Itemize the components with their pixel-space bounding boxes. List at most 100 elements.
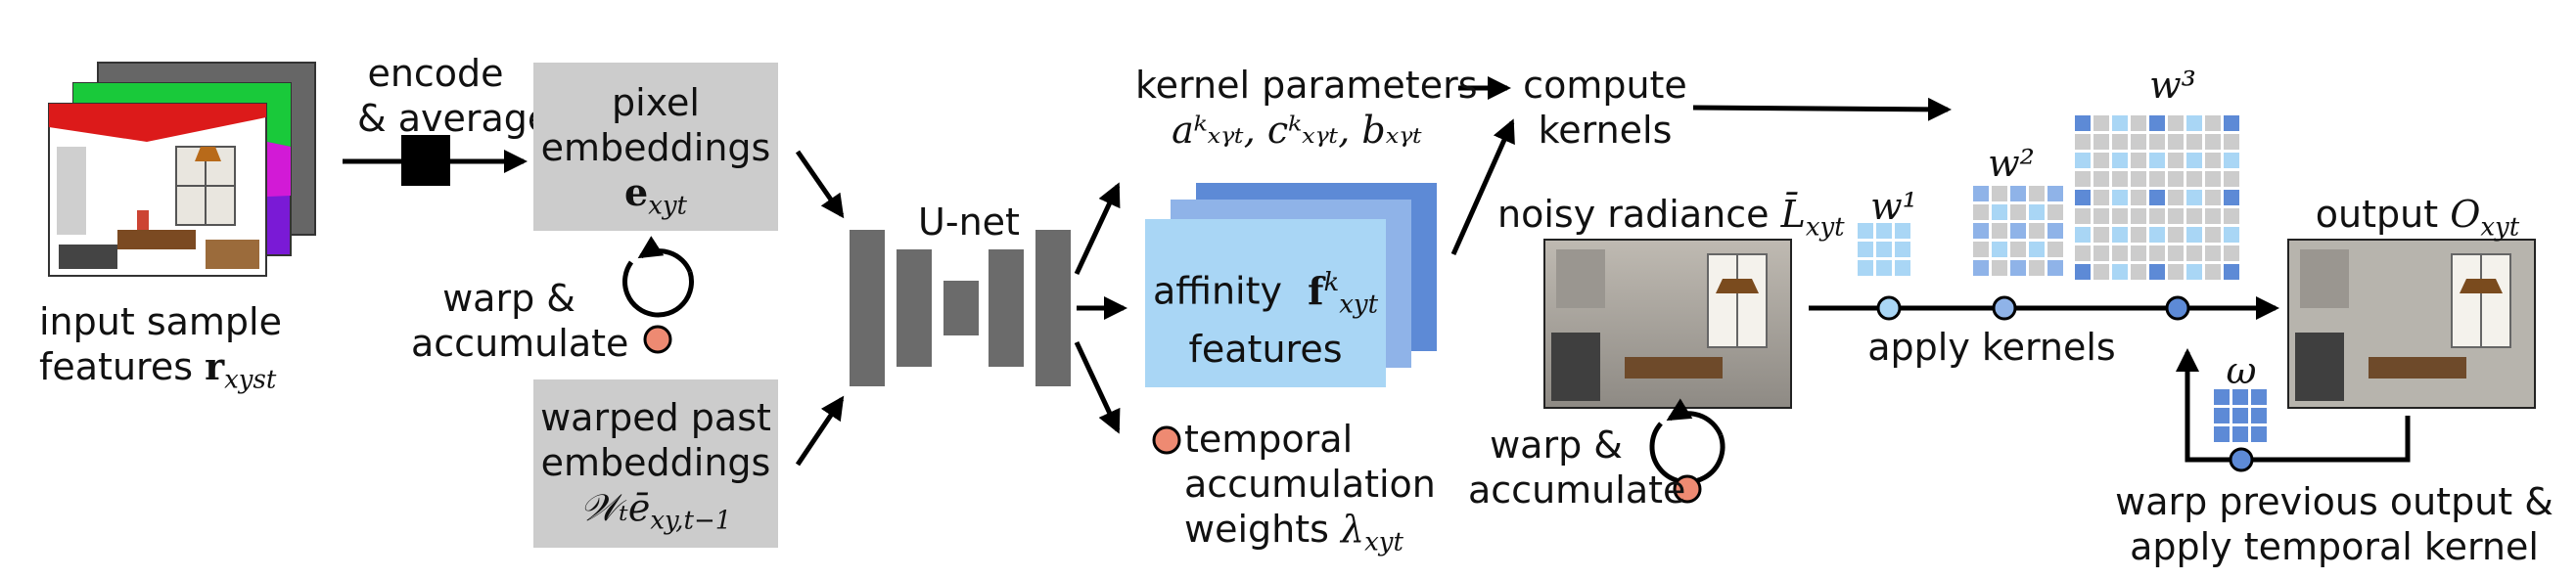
output-image (2287, 239, 2536, 409)
kernel-cell (2075, 171, 2091, 187)
kernel-cell (2093, 227, 2109, 243)
kernel-cell (2093, 134, 2109, 150)
encode-label: encode & average (357, 52, 551, 140)
kernel-cell (2205, 153, 2221, 168)
kernel-cell (2047, 186, 2063, 201)
kernel-cell (2093, 264, 2109, 280)
kernel-cell (2224, 115, 2239, 131)
kernel-cell (2029, 242, 2045, 257)
unet-label: U-net (918, 200, 1020, 244)
kernel-cell (2205, 245, 2221, 261)
arrow-compute-to-kernels (1692, 97, 1952, 121)
kernel-cell (2214, 426, 2230, 442)
input-feature-stack (48, 62, 316, 277)
kernel-cell (2205, 115, 2221, 131)
kernel-cell (2149, 245, 2165, 261)
kernel-cell (1876, 242, 1892, 257)
kernel-params-label: kernel parameters aᵏₓᵧₜ, cᵏₓᵧₜ, bₓᵧₜ (1135, 64, 1478, 152)
kernel-cell (2010, 186, 2026, 201)
kernel-cell (2112, 134, 2128, 150)
compute-kernels-label: compute kernels (1523, 64, 1687, 152)
warp-loop-2 (1649, 398, 1725, 504)
kernel-cell (2205, 264, 2221, 280)
kernel-cell (2149, 115, 2165, 131)
kernel-cell (2029, 186, 2045, 201)
kernel-cell (2112, 115, 2128, 131)
orange-dot-2 (1673, 474, 1702, 504)
kernel-cell (2075, 245, 2091, 261)
kernel-cell (2112, 227, 2128, 243)
kernel-grid-omega (2214, 389, 2267, 442)
kernel-cell (2186, 227, 2202, 243)
kernel-cell (2112, 171, 2128, 187)
kernel-cell (2186, 171, 2202, 187)
warped-past-embeddings-box: warped past embeddings 𝒲ₜēxy,t−1 (533, 379, 778, 548)
kernel-cell (2251, 426, 2267, 442)
kernel-cell (2131, 190, 2146, 205)
kernel-cell (2112, 153, 2128, 168)
kernel-cell (2214, 389, 2230, 405)
affinity-stack (1145, 183, 1437, 387)
kernel-cell (2131, 245, 2146, 261)
omega-label: ω (2226, 349, 2257, 392)
arrow-affinity-to-compute (1450, 118, 1515, 256)
kernel-cell (2224, 134, 2239, 150)
warp-previous-label: warp previous output & apply temporal ke… (2115, 480, 2553, 568)
kernel-cell (2232, 389, 2248, 405)
kernel-cell (2075, 115, 2091, 131)
kernel-cell (1858, 260, 1873, 276)
kernel-cell (2029, 260, 2045, 276)
kernel-cell (2093, 115, 2109, 131)
temporal-dot (1152, 425, 1181, 455)
kernel-cell (2131, 115, 2146, 131)
kernel-cell (1858, 223, 1873, 239)
warp-loop-1 (622, 236, 694, 354)
kernel-cell (1858, 242, 1873, 257)
kernel-cell (2131, 153, 2146, 168)
kernel-cell (1992, 204, 2007, 220)
arrow-unet-to-kernel-params (1074, 182, 1121, 276)
kernel-cell (2186, 153, 2202, 168)
kernel-cell (1992, 223, 2007, 239)
kernel-cell (2186, 245, 2202, 261)
kernel-grid-w1 (1858, 223, 1910, 276)
kernel-cell (2029, 223, 2045, 239)
kernel-cell (1876, 260, 1892, 276)
kernel-cell (2224, 190, 2239, 205)
kernel-cell (2149, 208, 2165, 224)
kernel-cell (2149, 264, 2165, 280)
kernel-cell (1895, 242, 1910, 257)
kernel-cell (2075, 190, 2091, 205)
kernel-cell (1973, 223, 1989, 239)
kernel-cell (2168, 134, 2184, 150)
affinity-label: affinity fkxyt features (1152, 268, 1379, 372)
kernel-cell (2047, 260, 2063, 276)
temporal-kernel-dot (2229, 447, 2254, 472)
kernel-cell (2131, 208, 2146, 224)
kernel-cell (2224, 227, 2239, 243)
kernel-cell (2131, 264, 2146, 280)
kernel-cell (2168, 190, 2184, 205)
temporal-label: temporal accumulation weights λxyt (1184, 418, 1436, 557)
kernel-cell (2075, 208, 2091, 224)
kernel-cell (1973, 186, 1989, 201)
encode-block (401, 135, 450, 186)
w1-label: w¹ (1870, 185, 1917, 228)
kernel-cell (2093, 190, 2109, 205)
temporal-loop-arrow (2176, 348, 2411, 463)
kernel-cell (2149, 190, 2165, 205)
kernel-cell (1876, 223, 1892, 239)
kernel-cell (2205, 134, 2221, 150)
kernel-cell (2205, 208, 2221, 224)
kernel-cell (2112, 245, 2128, 261)
kernel-cell (2112, 264, 2128, 280)
noisy-radiance-label: noisy radiance L̄xyt (1497, 193, 1845, 243)
kernel-cell (2131, 171, 2146, 187)
kernel-cell (2251, 389, 2267, 405)
kernel-cell (2010, 260, 2026, 276)
kernel-cell (2149, 134, 2165, 150)
kernel-cell (2047, 204, 2063, 220)
kernel-cell (2010, 223, 2026, 239)
kernel-cell (2186, 190, 2202, 205)
